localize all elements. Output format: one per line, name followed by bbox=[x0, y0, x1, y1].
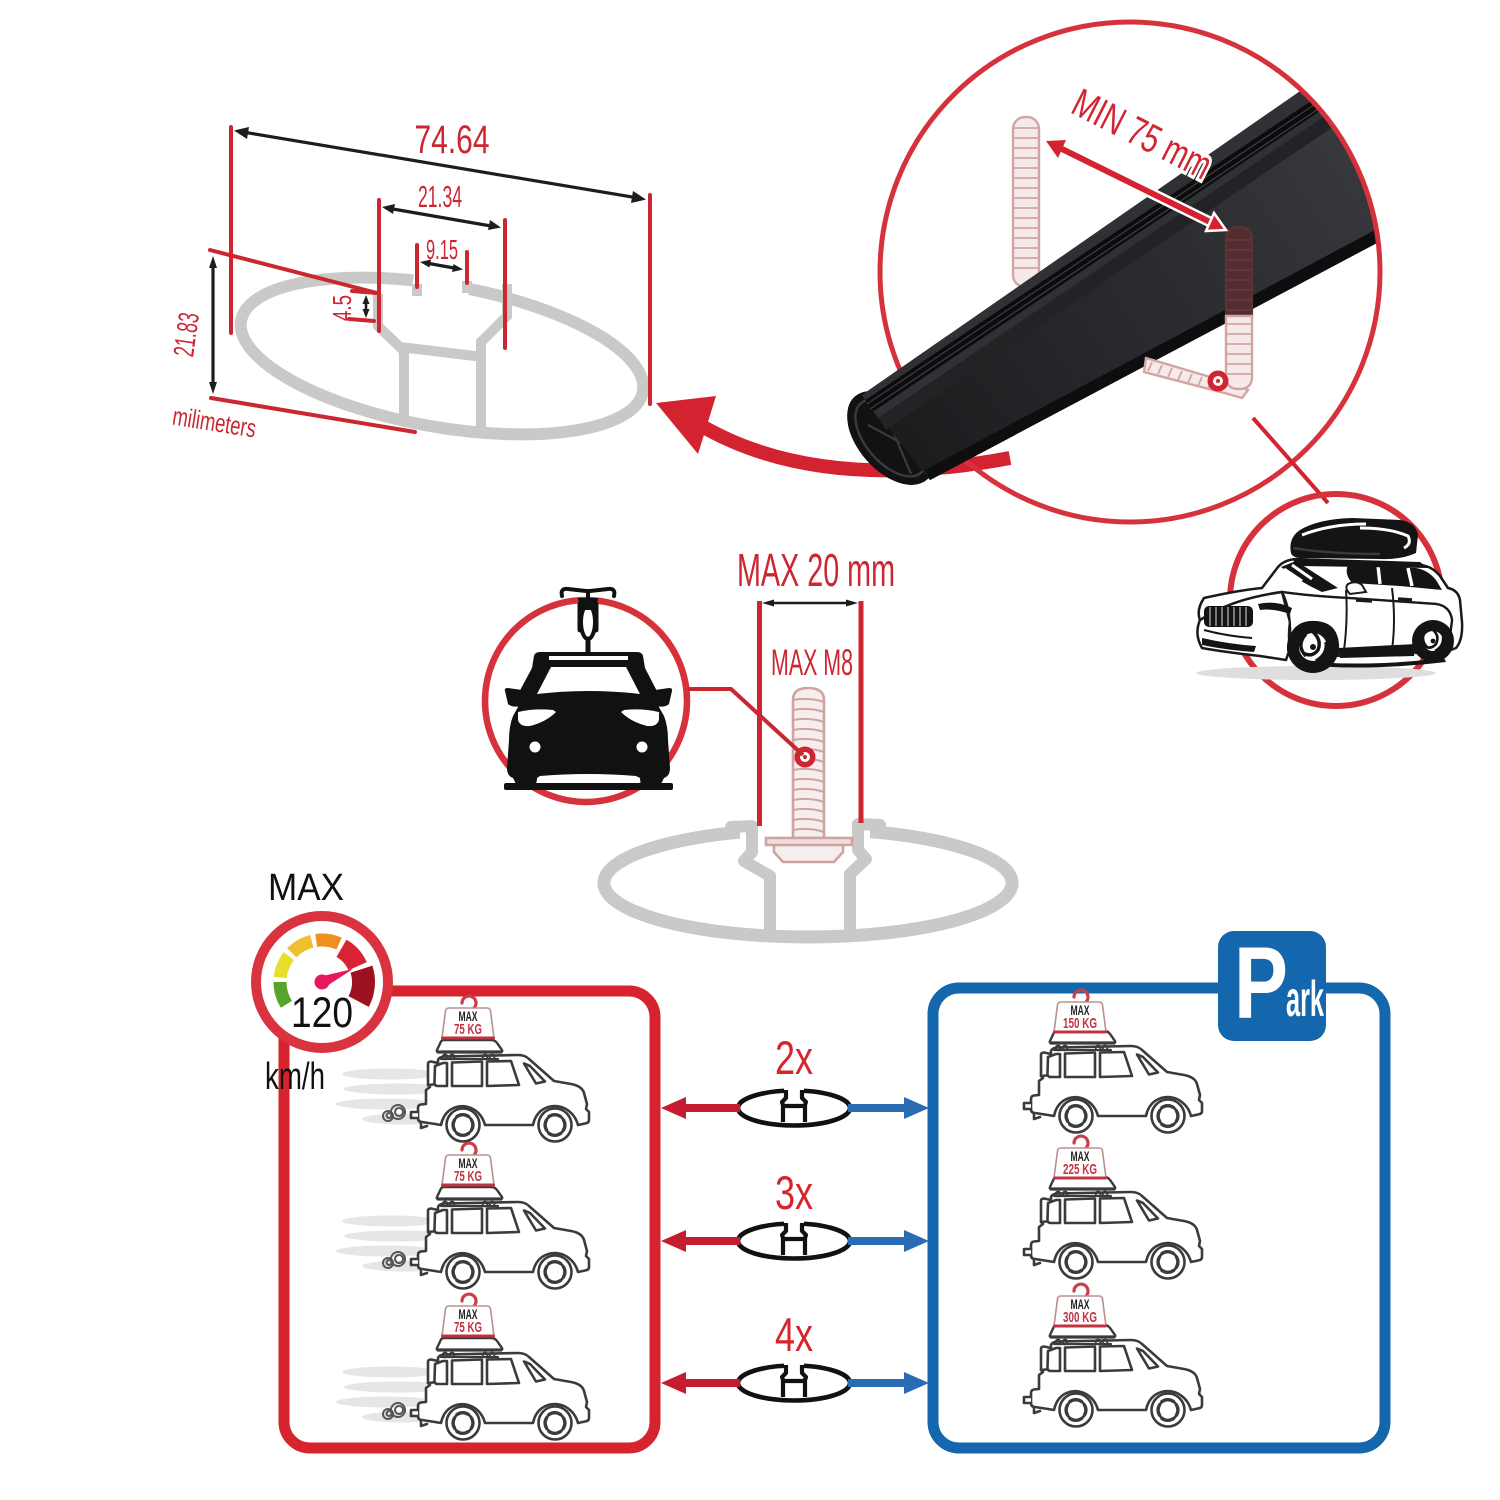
svg-text:21.83: 21.83 bbox=[168, 311, 206, 359]
svg-text:75 KG: 75 KG bbox=[454, 1021, 482, 1038]
svg-text:MAX: MAX bbox=[1071, 1002, 1090, 1018]
svg-text:MAX: MAX bbox=[459, 1008, 478, 1024]
svg-text:150 KG: 150 KG bbox=[1063, 1015, 1097, 1032]
svg-text:P: P bbox=[1234, 926, 1288, 1040]
svg-text:2x: 2x bbox=[775, 1031, 813, 1084]
svg-text:MAX: MAX bbox=[268, 867, 344, 909]
svg-text:4x: 4x bbox=[775, 1308, 813, 1361]
svg-text:MAX 20 mm: MAX 20 mm bbox=[737, 544, 895, 596]
svg-text:9.15: 9.15 bbox=[426, 234, 458, 265]
svg-text:225 KG: 225 KG bbox=[1063, 1161, 1097, 1178]
svg-text:MAX M8: MAX M8 bbox=[771, 642, 853, 683]
svg-text:4.5: 4.5 bbox=[327, 295, 357, 321]
svg-text:3x: 3x bbox=[775, 1166, 813, 1219]
svg-text:74.64: 74.64 bbox=[415, 118, 490, 162]
svg-text:120: 120 bbox=[291, 989, 353, 1037]
svg-text:ark: ark bbox=[1286, 971, 1324, 1027]
svg-text:300 KG: 300 KG bbox=[1063, 1309, 1097, 1326]
svg-text:21.34: 21.34 bbox=[418, 179, 462, 214]
svg-text:km/h: km/h bbox=[265, 1056, 325, 1098]
